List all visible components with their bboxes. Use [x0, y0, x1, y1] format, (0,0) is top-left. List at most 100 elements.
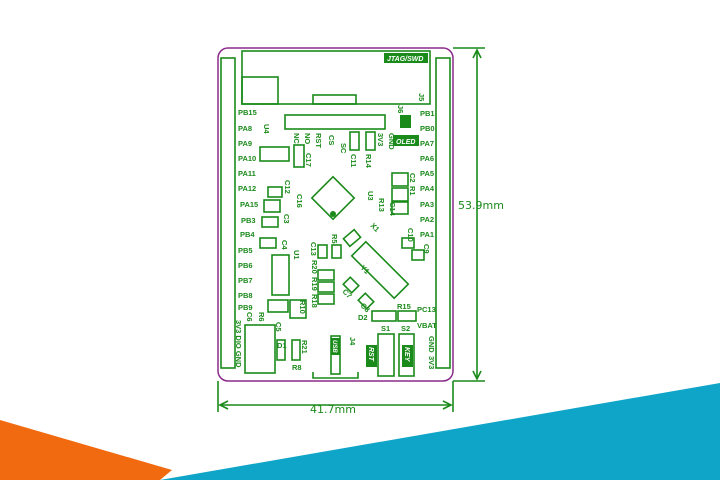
oled-pin-labels: NC NO RST CS SC 3V3 GND — [292, 133, 396, 154]
mcu-chip — [310, 175, 356, 221]
designator: C3 — [282, 214, 291, 224]
designator: R10 — [298, 300, 307, 314]
usb-badge — [331, 338, 340, 355]
pin-label: PA11 — [238, 169, 256, 178]
orange-band — [0, 420, 172, 480]
component-outlines — [244, 131, 425, 379]
oled-badge — [393, 135, 419, 146]
jtag-badge — [384, 53, 428, 63]
designator: C11 — [349, 154, 358, 167]
pin-label: PB6 — [238, 261, 253, 270]
usb-label: USB — [331, 340, 337, 353]
key-badge — [402, 345, 413, 367]
height-dimension — [453, 47, 485, 382]
designator: R13 — [377, 198, 386, 212]
oled-label: OLED — [396, 139, 415, 146]
pin-label: SC — [339, 143, 348, 154]
rst-badge — [366, 345, 377, 367]
oled-header — [284, 114, 386, 130]
pin-label: NO — [303, 133, 312, 144]
designator: R19 — [310, 277, 319, 291]
right-pin-labels: PB1 PB0 PA7 PA6 PA5 PA4 PA3 PA2 PA1 PC13… — [417, 109, 437, 369]
designator: R8 — [292, 363, 302, 372]
component-designators: J5 J6 U4 C11 R14 C17 C2 R1 U3 R13 C14 C1… — [245, 93, 431, 372]
designator: C17 — [304, 153, 313, 167]
designator: U1 — [292, 250, 301, 260]
pin-label: NC — [292, 133, 301, 144]
key-label: KEY — [403, 347, 410, 363]
pin-label: PA1 — [420, 230, 434, 239]
designator: C7 — [341, 287, 354, 300]
jtag-tab — [241, 76, 279, 105]
left-header — [220, 57, 236, 369]
designator: D2 — [358, 313, 368, 322]
pin-label: PA2 — [420, 215, 434, 224]
designator: D1 — [277, 341, 287, 350]
swd-pin-labels: 3V3 DIO GND — [234, 320, 243, 368]
left-pin-labels: PB15 PA8 PA9 PA10 PA11 PA12 PA15 PB3 PB4… — [234, 108, 258, 368]
designator: C13 — [309, 242, 318, 256]
pin-label: PB5 — [238, 246, 253, 255]
pin-label: PB1 — [420, 109, 435, 118]
designator: S1 — [381, 324, 390, 333]
designator: C9 — [422, 244, 431, 254]
designator: J5 — [417, 93, 426, 101]
designator: C2 — [408, 173, 417, 183]
pin-label: CS — [327, 135, 336, 145]
designator: C14 — [388, 202, 397, 217]
pin-label: GND — [387, 133, 396, 150]
designator: X1 — [369, 221, 382, 234]
pin-label: PA7 — [420, 139, 434, 148]
pin-label: PB15 — [238, 108, 257, 117]
designator: R18 — [310, 294, 319, 308]
mcu-pin1-dot — [330, 211, 336, 217]
pin-label: VBAT — [417, 321, 437, 330]
designator: C4 — [280, 240, 289, 250]
designator: C5 — [274, 322, 283, 332]
pin-label: GND — [427, 336, 436, 353]
pin1-marker — [400, 115, 411, 128]
pin-label: PA12 — [238, 184, 256, 193]
designator: R15 — [397, 302, 411, 311]
designator: C6 — [245, 312, 254, 322]
designator: J4 — [348, 337, 357, 346]
designator: R21 — [300, 340, 309, 354]
pin-label: PB4 — [240, 230, 255, 239]
designator: R5 — [330, 234, 339, 244]
pin-label: PB3 — [241, 216, 256, 225]
designator: C16 — [295, 194, 304, 208]
pin-label: PB8 — [238, 291, 253, 300]
right-header — [435, 57, 451, 369]
rst-label: RST — [367, 347, 374, 362]
designator: U3 — [366, 191, 375, 201]
blue-band — [160, 383, 720, 480]
pin-label: PA9 — [238, 139, 252, 148]
pin-label: PB7 — [238, 276, 253, 285]
designator: R1 — [408, 186, 417, 196]
height-label: 53.9mm — [458, 199, 504, 212]
designator: R20 — [310, 260, 319, 274]
pin-label: PA15 — [240, 200, 258, 209]
pin-label: PA4 — [420, 184, 435, 193]
pin-label: PA8 — [238, 124, 252, 133]
pin-label: PA6 — [420, 154, 434, 163]
pin-label: 3V3 — [427, 356, 436, 369]
jtag-label: JTAG/SWD — [387, 56, 423, 63]
designator: U4 — [262, 124, 271, 134]
board-outline — [217, 47, 454, 382]
designator: R6 — [257, 312, 266, 322]
pin-label: PA3 — [420, 200, 434, 209]
pin-label: PC13 — [417, 305, 436, 314]
pin-label: RST — [314, 133, 323, 148]
pin-label: PA5 — [420, 169, 434, 178]
width-dimension — [217, 381, 454, 412]
width-label: 41.7mm — [310, 403, 356, 416]
pin-label: PB9 — [238, 303, 253, 312]
designator: S2 — [401, 324, 410, 333]
jtag-key — [312, 94, 357, 105]
pin-label: 3V3 — [376, 133, 385, 146]
designator: C10 — [406, 228, 415, 242]
pin-label: PA10 — [238, 154, 256, 163]
designator: J6 — [396, 105, 405, 113]
